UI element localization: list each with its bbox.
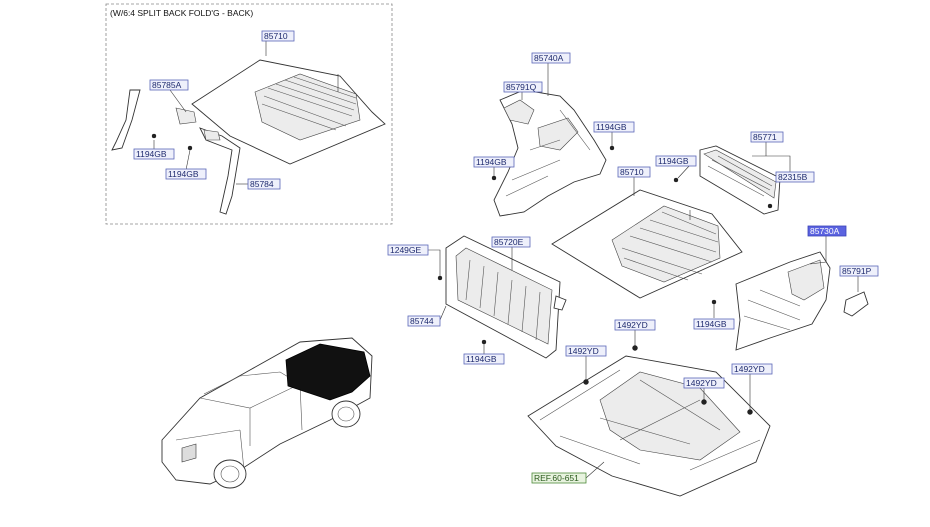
svg-text:85785A: 85785A	[152, 80, 182, 90]
svg-text:82315B: 82315B	[778, 172, 808, 182]
svg-text:1492YD: 1492YD	[686, 378, 717, 388]
inset-package-tray	[191, 59, 386, 165]
label-82315B[interactable]: 82315B	[775, 171, 815, 183]
svg-text:REF.60-651: REF.60-651	[534, 473, 579, 483]
label-inset-85784[interactable]: 85784	[247, 178, 281, 190]
svg-text:1194GB: 1194GB	[658, 156, 689, 166]
label-85791P[interactable]: 85791P	[839, 265, 879, 277]
label-85744[interactable]: 85744	[407, 315, 441, 327]
label-inset-85710[interactable]: 85710	[261, 30, 295, 42]
label-1492YD-4[interactable]: 1492YD	[731, 363, 773, 375]
inset-side-trim-right	[199, 127, 241, 215]
trunk-partition-85720E	[445, 235, 567, 359]
car-illustration	[161, 337, 373, 489]
svg-text:1492YD: 1492YD	[734, 364, 765, 374]
label-1492YD-1[interactable]: 1492YD	[614, 319, 656, 331]
right-side-trim-85730A	[735, 251, 869, 351]
left-side-trim-85740A	[493, 89, 607, 217]
label-85710[interactable]: 85710	[617, 166, 651, 178]
svg-text:85730A: 85730A	[810, 226, 840, 236]
label-ref-60-651[interactable]: REF.60-651	[531, 472, 587, 484]
svg-text:1194GB: 1194GB	[466, 354, 497, 364]
svg-text:85771: 85771	[753, 132, 777, 142]
svg-text:1194GB: 1194GB	[696, 319, 727, 329]
svg-text:1194GB: 1194GB	[476, 157, 507, 167]
inset-panel: (W/6:4 SPLIT BACK FOLD'G - BACK) 85710	[105, 3, 393, 225]
label-1492YD-3[interactable]: 1492YD	[683, 377, 725, 389]
inset-title: (W/6:4 SPLIT BACK FOLD'G - BACK)	[110, 8, 253, 18]
svg-text:1194GB: 1194GB	[596, 122, 627, 132]
label-85740A[interactable]: 85740A	[531, 52, 571, 64]
svg-text:85784: 85784	[250, 179, 274, 189]
label-1194GB-2[interactable]: 1194GB	[473, 156, 515, 168]
package-tray-85710	[551, 189, 743, 299]
svg-text:1492YD: 1492YD	[617, 320, 648, 330]
svg-text:85720E: 85720E	[494, 237, 524, 247]
label-1249GE[interactable]: 1249GE	[387, 244, 429, 256]
label-1194GB-1[interactable]: 1194GB	[593, 121, 635, 133]
floor-panel	[527, 355, 771, 497]
svg-text:85710: 85710	[620, 167, 644, 177]
svg-text:85710: 85710	[264, 31, 288, 41]
label-1194GB-3[interactable]: 1194GB	[655, 155, 697, 167]
svg-text:85791Q: 85791Q	[506, 82, 537, 92]
label-1194GB-4[interactable]: 1194GB	[463, 353, 505, 365]
svg-text:1249GE: 1249GE	[390, 245, 422, 255]
label-85720E[interactable]: 85720E	[491, 236, 531, 248]
label-inset-1194GB-a[interactable]: 1194GB	[133, 148, 175, 160]
label-inset-1194GB-b[interactable]: 1194GB	[165, 168, 207, 180]
label-inset-85785A[interactable]: 85785A	[149, 79, 189, 91]
inset-side-trim-left	[111, 89, 197, 151]
svg-text:1194GB: 1194GB	[136, 149, 167, 159]
label-1492YD-2[interactable]: 1492YD	[565, 345, 607, 357]
svg-text:1492YD: 1492YD	[568, 346, 599, 356]
svg-text:85740A: 85740A	[534, 53, 564, 63]
label-85791Q[interactable]: 85791Q	[503, 81, 543, 93]
label-85730A[interactable]: 85730A	[807, 225, 847, 237]
label-1194GB-5[interactable]: 1194GB	[693, 318, 735, 330]
svg-text:85744: 85744	[410, 316, 434, 326]
svg-text:1194GB: 1194GB	[168, 169, 199, 179]
label-85771[interactable]: 85771	[750, 131, 784, 143]
svg-text:85791P: 85791P	[842, 266, 872, 276]
